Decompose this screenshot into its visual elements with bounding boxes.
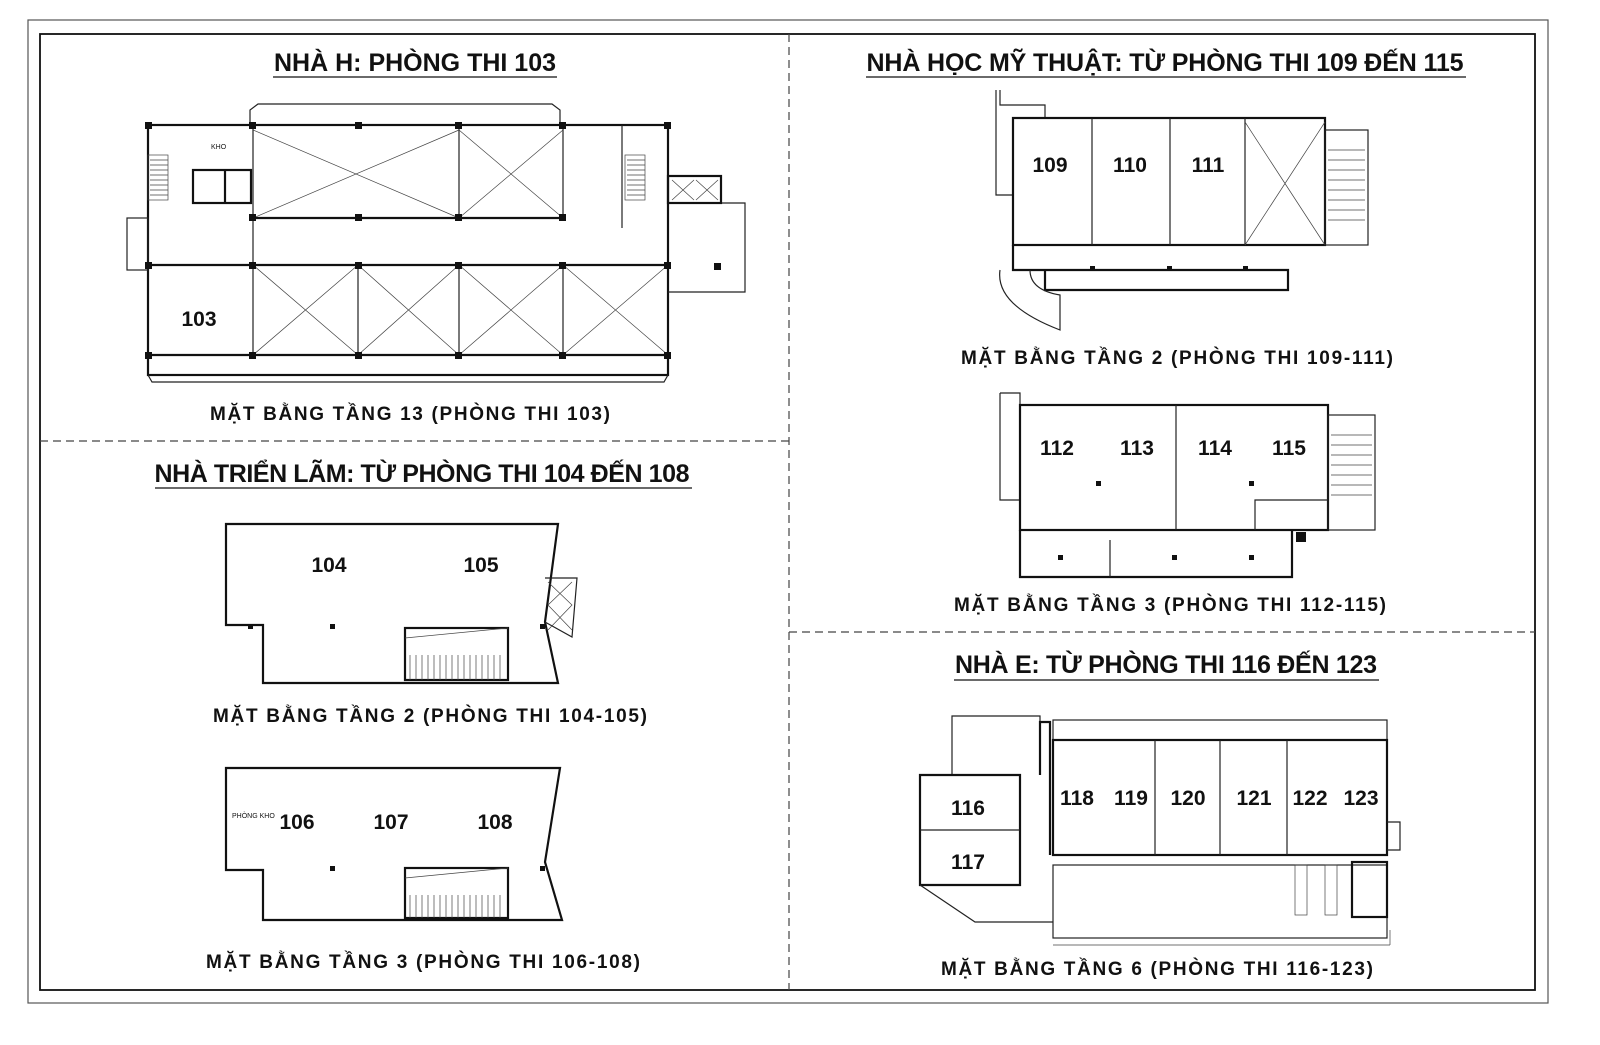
room-120: 120 [1170,787,1205,810]
outer-frame [27,19,1549,1004]
room-110: 110 [1113,154,1147,177]
plan-caption: MẶT BẰNG TẦNG 2 (PHÒNG THI 104-105) [213,705,647,727]
floor-plan-e-6: 116 117 118 119 120 121 122 123 [918,715,1401,946]
plan-caption: MẶT BẰNG TẦNG 3 (PHÒNG THI 106-108) [206,951,640,973]
section-trien-lam: NHÀ TRIỂN LÃM: TỪ PHÒNG THI 104 ĐẾN 108 … [155,458,692,973]
room-104: 104 [311,554,346,577]
plan-caption: MẶT BẰNG TẦNG 6 (PHÒNG THI 116-123) [941,958,1373,980]
room-116: 116 [951,797,985,820]
room-109: 109 [1032,154,1067,177]
room-122: 122 [1292,787,1327,810]
room-114: 114 [1198,437,1232,460]
room-105: 105 [463,554,498,577]
plan-caption: MẶT BẰNG TẦNG 3 (PHÒNG THI 112-115) [954,594,1386,616]
section-title: NHÀ HỌC MỸ THUẬT: TỪ PHÒNG THI 109 ĐẾN 1… [867,47,1464,77]
storage-label: PHÒNG KHO [232,811,275,820]
room-115: 115 [1272,437,1306,460]
section-my-thuat: NHÀ HỌC MỸ THUẬT: TỪ PHÒNG THI 109 ĐẾN 1… [866,47,1466,616]
room-113: 113 [1120,437,1154,460]
inner-frame [39,33,1536,991]
room-111: 111 [1192,154,1225,177]
floor-plan-my-thuat-3: 112 113 114 115 [999,392,1376,579]
room-123: 123 [1343,787,1378,810]
storage-label: KHO [211,144,227,151]
room-121: 121 [1236,787,1271,810]
plan-caption: MẶT BẰNG TẦNG 13 (PHÒNG THI 103) [210,403,610,425]
room-112: 112 [1040,437,1074,460]
floor-plan-trien-lam-3: PHÒNG KHO 106 107 108 [224,766,564,922]
room-119: 119 [1114,787,1148,810]
room-106: 106 [279,811,314,834]
section-nha-h: NHÀ H: PHÒNG THI 103 [126,47,746,425]
section-title: NHÀ TRIỂN LÃM: TỪ PHÒNG THI 104 ĐẾN 108 [155,458,690,488]
floor-plan-h-13: KHO 103 [126,103,746,383]
floor-plan-trien-lam-2: 104 105 [224,522,578,685]
section-nha-e: NHÀ E: TỪ PHÒNG THI 116 ĐẾN 123 116 117 … [918,649,1401,980]
room-118: 118 [1060,787,1094,810]
room-108: 108 [477,811,512,834]
room-103: 103 [181,308,216,331]
section-title: NHÀ E: TỪ PHÒNG THI 116 ĐẾN 123 [955,649,1377,679]
room-117: 117 [951,851,985,874]
floor-plan-my-thuat-2: 109 110 111 [995,90,1369,331]
section-title: NHÀ H: PHÒNG THI 103 [274,47,556,77]
room-107: 107 [373,811,408,834]
plan-caption: MẶT BẰNG TẦNG 2 (PHÒNG THI 109-111) [961,347,1393,369]
